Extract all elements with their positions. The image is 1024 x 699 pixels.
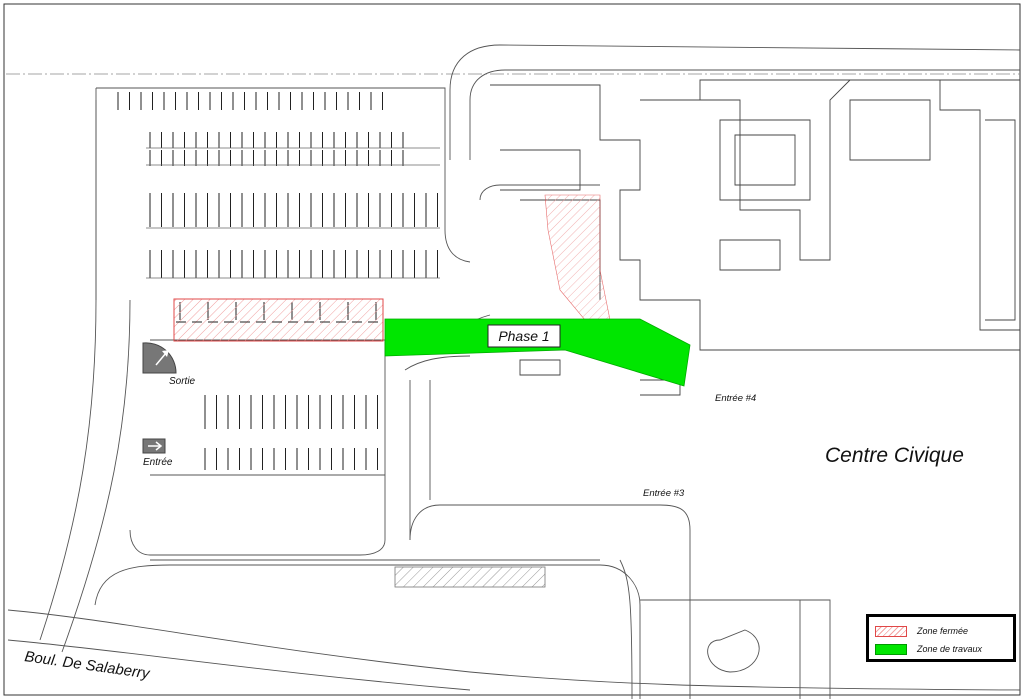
work-zone xyxy=(384,318,691,387)
entrance-3-label: Entrée #3 xyxy=(643,488,685,499)
pedestrian-crossing xyxy=(394,566,546,588)
building-outlines xyxy=(490,79,1020,396)
civic-center-label: Centre Civique xyxy=(825,444,964,467)
parking-stalls xyxy=(117,92,440,470)
exit-arrow-icon xyxy=(162,350,169,357)
map-frame xyxy=(3,3,1021,696)
exit-marker xyxy=(142,342,177,374)
entry-label: Entrée xyxy=(143,457,173,468)
entrance-4-label: Entrée #4 xyxy=(715,393,756,404)
legend-item-work-zone: Zone de travaux xyxy=(875,642,982,656)
exit-label: Sortie xyxy=(169,376,196,387)
work-zone-swatch xyxy=(875,643,907,655)
phase-label: Phase 1 xyxy=(498,328,549,344)
entry-arrow-icon xyxy=(148,441,163,451)
legend-label-work-zone: Zone de travaux xyxy=(917,644,983,654)
closed-walkway xyxy=(544,194,611,321)
legend-item-closed-zone: Zone fermée xyxy=(875,624,968,638)
closed-zone xyxy=(173,298,384,342)
legend: Zone fermée Zone de travaux xyxy=(866,614,1016,662)
legend-label-closed-zone: Zone fermée xyxy=(917,626,969,636)
phase-label-box xyxy=(487,324,561,348)
road-outlines xyxy=(7,44,1021,699)
closed-zone-swatch xyxy=(875,625,907,637)
